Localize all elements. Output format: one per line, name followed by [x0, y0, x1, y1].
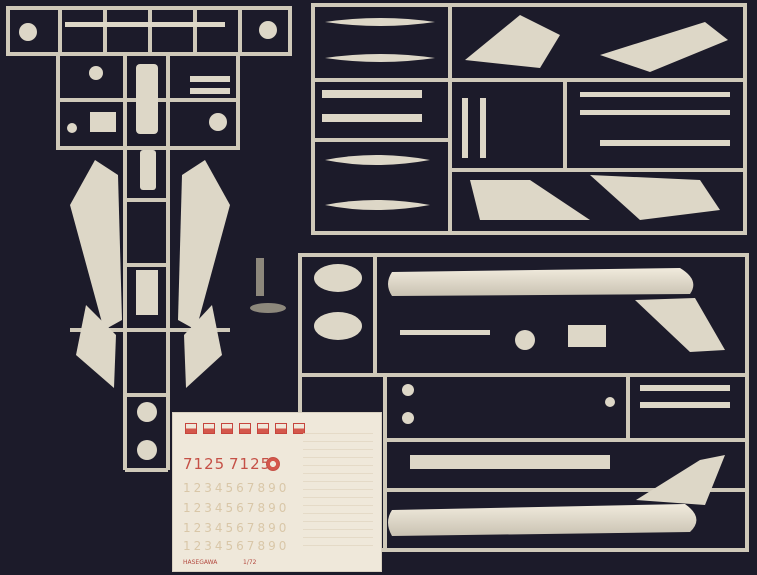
upper-right-parts [322, 15, 730, 220]
scale-label: 1/72 [243, 559, 257, 566]
stencil-decals [303, 433, 373, 553]
serial-number-left: 7125 [183, 455, 226, 473]
digit-row: 1234567890 [183, 481, 290, 495]
serial-number-right: 7125 [229, 455, 272, 473]
flag-decal [293, 423, 305, 434]
flag-decal [221, 423, 233, 434]
display-stand [250, 258, 286, 313]
flag-decal [257, 423, 269, 434]
flag-decal [203, 423, 215, 434]
upper-right-sprue [311, 3, 747, 235]
lower-right-parts [314, 264, 730, 536]
lower-right-sprue [298, 253, 749, 552]
flag-decal [275, 423, 287, 434]
digit-row: 1234567890 [183, 521, 290, 535]
decal-flag-row [185, 423, 305, 434]
flag-decal [239, 423, 251, 434]
digit-row: 1234567890 [183, 539, 290, 553]
roundel-decal [266, 457, 280, 471]
digit-row: 1234567890 [183, 501, 290, 515]
manufacturer-label: HASEGAWA [183, 559, 218, 566]
flag-decal [185, 423, 197, 434]
left-sprue-parts [19, 21, 277, 460]
decal-sheet: 7125 7125 1234567890 1234567890 12345678… [173, 413, 381, 571]
